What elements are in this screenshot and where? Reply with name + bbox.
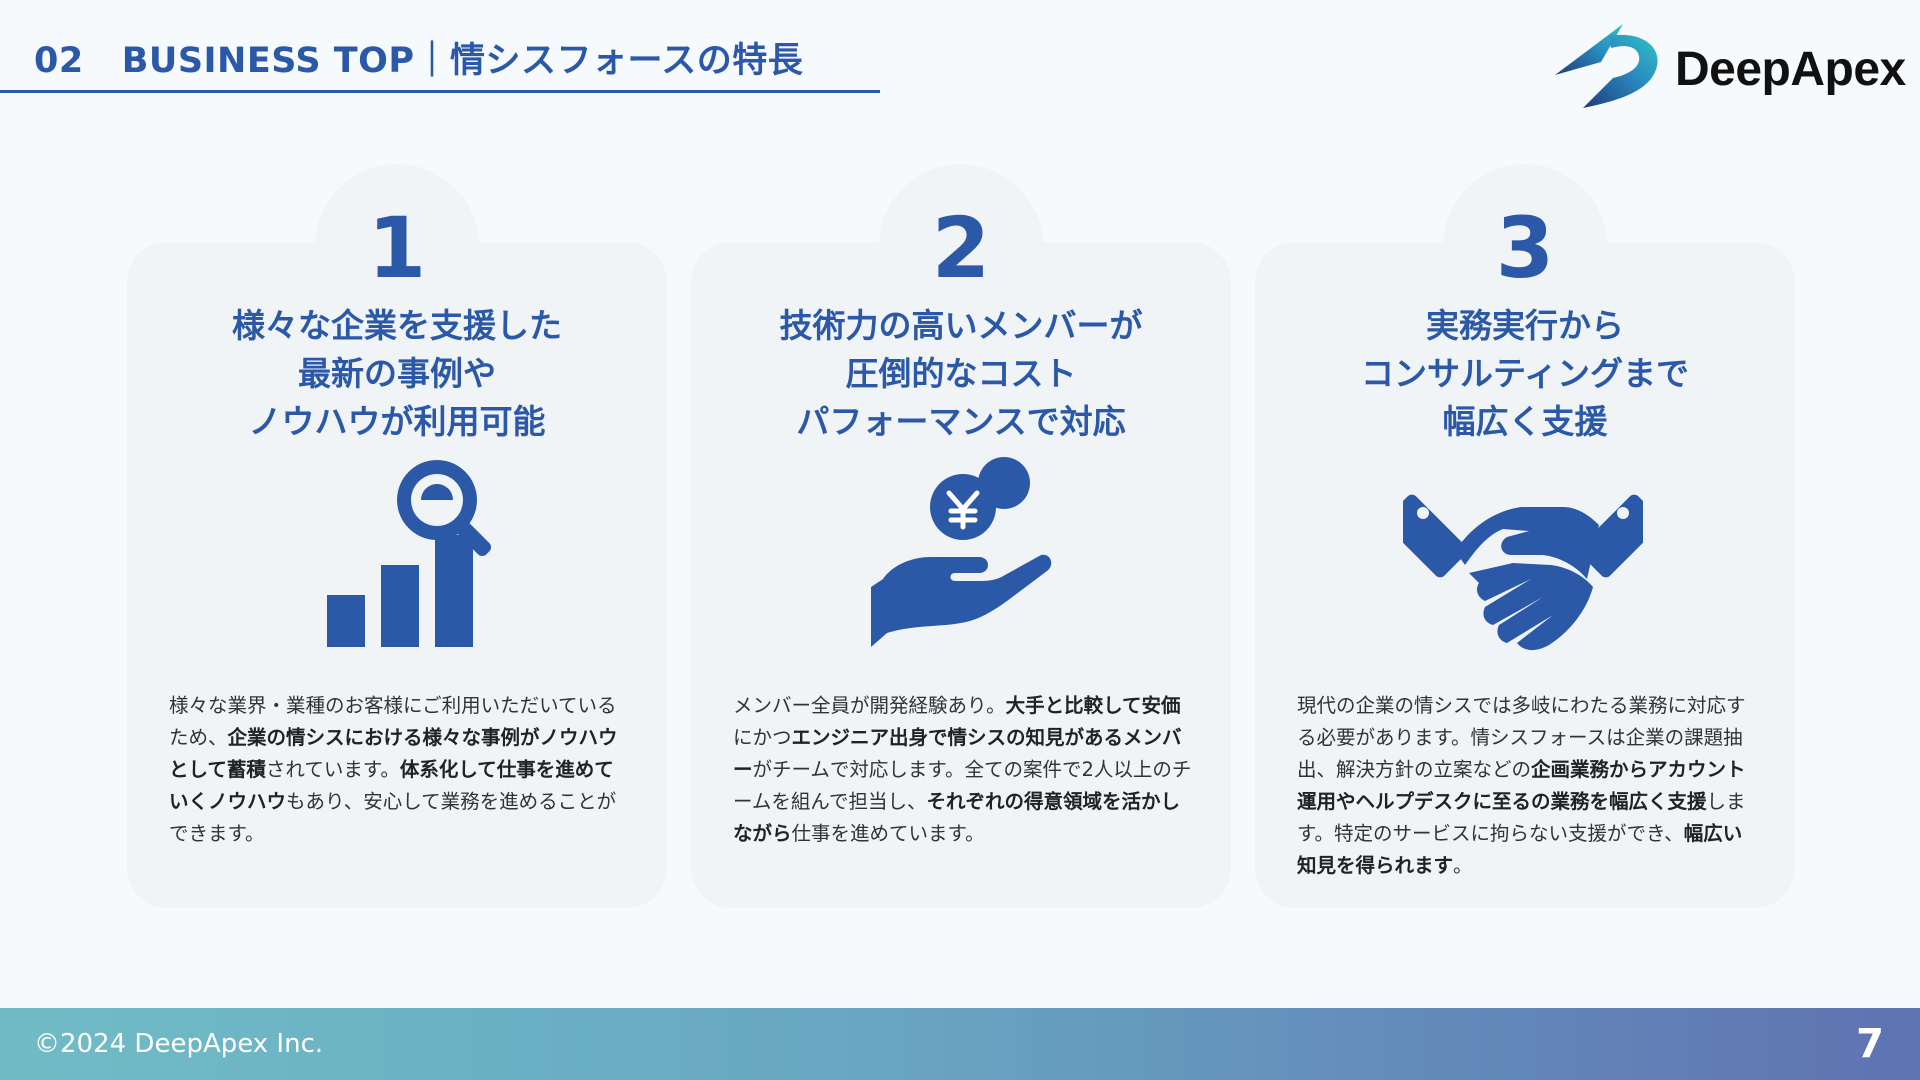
body-text: 様々な業界・業種のお客様にご利用いただいているため、 <box>169 694 617 749</box>
page-number: 7 <box>1856 1021 1884 1067</box>
card-number: 1 <box>367 199 427 297</box>
card-title-line: 幅広く支援 <box>1442 402 1608 441</box>
body-text: もあり、安心して業務を進めることができます。 <box>169 790 617 845</box>
body-text: します。特定のサービスに拘らない支援ができ、 <box>1297 790 1746 845</box>
body-text-bold: 体系化して仕事を進めていくノウハウ <box>169 758 614 813</box>
card-title-line: 技術力の高いメンバーが <box>779 306 1143 345</box>
body-text-bold: 企画業務からアカウント運用やヘルプデスクに至るの業務を幅広く支援 <box>1297 758 1746 813</box>
card-title-line: 様々な企業を支援した <box>232 306 562 345</box>
card-title-line: 最新の事例や <box>298 354 496 393</box>
section-number: 02 <box>34 41 84 81</box>
card-description: 様々な業界・業種のお客様にご利用いただいているため、企業の情シスにおける様々な事… <box>169 690 631 850</box>
body-text-bold: 企業の情シスにおける様々な事例がノウハウとして蓄積 <box>169 726 618 781</box>
body-text: されています。 <box>265 758 400 781</box>
body-text-bold: 大手と比較して安価 <box>1005 694 1181 717</box>
card-number: 3 <box>1495 199 1555 297</box>
body-text-bold: それぞれの得意領域を活かしながら <box>733 790 1180 845</box>
card-title-line: 実務実行から <box>1426 306 1624 345</box>
hand-coin-yen-icon <box>871 457 1052 647</box>
copyright-text: ©2024 DeepApex Inc. <box>34 1029 324 1059</box>
handshake-icon <box>1403 494 1643 651</box>
slide-header: 02 BUSINESS TOP｜情シスフォースの特長 DeepApex <box>0 0 1920 108</box>
deepapex-logo: DeepApex <box>1553 20 1906 110</box>
body-text-bold: 幅広い知見を得られます <box>1297 822 1743 877</box>
page-title: 02 BUSINESS TOP｜情シスフォースの特長 <box>34 32 803 83</box>
header-underline <box>0 90 880 93</box>
slide-footer: ©2024 DeepApex Inc. 7 <box>0 1008 1920 1080</box>
body-text: 。 <box>1453 854 1473 877</box>
card-title: 実務実行から コンサルティングまで 幅広く支援 <box>1255 302 1795 446</box>
body-text-bold: エンジニア出身で情シスの知見があるメンバー <box>733 726 1182 781</box>
body-text: 仕事を進めています。 <box>791 822 985 845</box>
card-title-line: ノウハウが利用可能 <box>248 402 546 441</box>
card-title: 技術力の高いメンバーが 圧倒的なコスト パフォーマンスで対応 <box>691 302 1231 446</box>
card-description: 現代の企業の情シスでは多岐にわたる業務に対応する必要があります。情シスフォースは… <box>1297 690 1759 882</box>
section-title: BUSINESS TOP｜情シスフォースの特長 <box>121 41 804 81</box>
card-description: メンバー全員が開発経験あり。大手と比較して安価にかつエンジニア出身で情シスの知見… <box>733 690 1195 850</box>
card-title: 様々な企業を支援した 最新の事例や ノウハウが利用可能 <box>127 302 667 446</box>
card-number: 2 <box>931 199 991 297</box>
card-title-line: パフォーマンスで対応 <box>796 402 1126 441</box>
card-title-line: 圧倒的なコスト <box>845 354 1077 393</box>
body-text: 現代の企業の情シスでは多岐にわたる業務に対応する必要があります。情シスフォースは… <box>1297 694 1746 781</box>
feature-card-1: 1 様々な企業を支援した 最新の事例や ノウハウが利用可能 様々な業界・業種のお… <box>127 160 667 910</box>
card-title-line: コンサルティングまで <box>1360 354 1690 393</box>
body-text: にかつ <box>733 726 792 749</box>
logo-wordmark: DeepApex <box>1675 43 1906 96</box>
chart-magnifier-icon <box>327 460 492 647</box>
body-text: メンバー全員が開発経験あり。 <box>733 694 1006 717</box>
feature-card-3: 3 実務実行から コンサルティングまで 幅広く支援 現代の企業の情シスでは多岐に… <box>1255 160 1795 910</box>
body-text: がチームで対応します。全ての案件で2人以上のチームを組んで担当し、 <box>733 758 1192 813</box>
feature-card-2: 2 技術力の高いメンバーが 圧倒的なコスト パフォーマンスで対応 メンバー全員が… <box>691 160 1231 910</box>
deepapex-logo-mark <box>1555 24 1658 108</box>
card-panel <box>691 242 1231 908</box>
